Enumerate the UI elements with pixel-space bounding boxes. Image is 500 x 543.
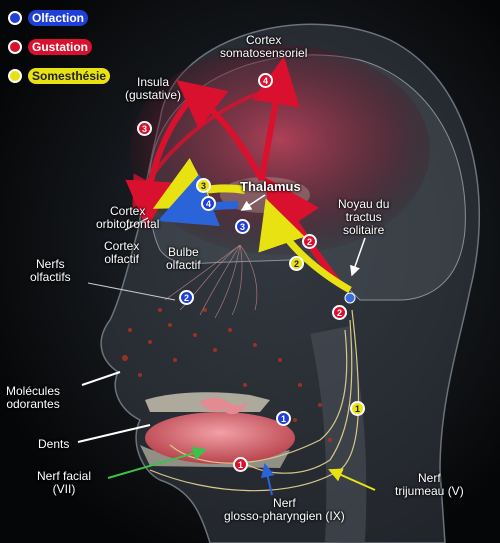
- odorant-particles: [122, 308, 332, 442]
- legend-gustation: Gustation: [8, 39, 92, 55]
- legend-label: Gustation: [28, 39, 92, 55]
- label-bulbe-olfactif: Bulbe olfactif: [166, 245, 201, 272]
- legend-somesthesie: Somesthésie: [8, 68, 111, 84]
- pointer-nerf-facial: [107, 446, 207, 479]
- badge-olfaction-1: 1: [276, 411, 291, 426]
- legend-label: Somesthésie: [28, 68, 111, 84]
- gustation-path-cortex-orbito: [132, 88, 271, 210]
- olfactory-fibers: [164, 244, 258, 319]
- label-nerf-glosso-pharyngien: Nerf glosso-pharyngien (IX): [224, 496, 345, 523]
- pointer-noyau: [350, 237, 366, 277]
- badge-olfaction-2: 2: [179, 290, 194, 305]
- label-dents: Dents: [38, 437, 70, 451]
- pointer-nerfs-olfactifs: [87, 282, 176, 301]
- badge-olfaction-4: 4: [201, 196, 216, 211]
- pointer-dents: [77, 424, 151, 443]
- label-molecules-odorantes: Molécules odorantes: [6, 384, 61, 411]
- tongue: [145, 412, 295, 464]
- gustation-dot: [8, 40, 22, 54]
- label-nerf-facial: Nerf facial (VII): [37, 469, 92, 496]
- badge-olfaction-3: 3: [235, 219, 250, 234]
- uvula: [225, 400, 248, 415]
- badge-gustation-1: 1: [233, 457, 248, 472]
- gustation-path-thalamus-cortex: [252, 56, 300, 181]
- label-nerfs-olfactifs: Nerfs olfactifs: [30, 257, 71, 284]
- label-thalamus: Thalamus: [240, 179, 301, 194]
- pointer-glosso: [260, 463, 275, 496]
- label-insula: Insula (gustative): [125, 75, 182, 102]
- pointer-cortex-olfactif: [124, 217, 149, 231]
- badge-somesthesie-3: 3: [196, 178, 211, 193]
- facial-nerve-path: [169, 329, 348, 464]
- pointer-trijumeau: [328, 468, 376, 491]
- legend-label: Olfaction: [28, 10, 89, 26]
- spine: [310, 326, 367, 543]
- legend-olfaction: Olfaction: [8, 10, 89, 26]
- label-cortex-somatosensoriel: Cortex somatosensoriel: [220, 33, 308, 60]
- lower-teeth: [140, 445, 290, 468]
- badge-gustation-2: 2: [332, 305, 347, 320]
- badge-somesthesie-1: 1: [350, 401, 365, 416]
- badge-gustation-path: 2: [302, 234, 317, 249]
- olfaction-dot: [8, 11, 22, 25]
- label-nerf-trijumeau: Nerf trijumeau (V): [395, 471, 464, 498]
- somesthesie-dot: [8, 69, 22, 83]
- pointer-molecules: [81, 371, 121, 386]
- olfaction-path-olfactif-orbito: [157, 174, 239, 227]
- label-cortex-olfactif: Cortex olfactif: [104, 239, 140, 266]
- palate: [200, 397, 228, 412]
- label-noyau-tractus-solitaire: Noyau du tractus solitaire: [338, 197, 390, 237]
- badge-somesthesie-2: 2: [289, 256, 304, 271]
- somesthesie-path-noyau-thalamus: [258, 198, 352, 294]
- label-cortex-orbitofrontal: Cortex orbitofrontal: [96, 204, 160, 231]
- gustation-path-thalamus-insula: [176, 80, 265, 182]
- badge-gustation-4: 4: [258, 73, 273, 88]
- pointer-thalamus: [240, 194, 266, 211]
- badge-gustation-3: 3: [137, 121, 152, 136]
- noyau-marker: [344, 292, 356, 304]
